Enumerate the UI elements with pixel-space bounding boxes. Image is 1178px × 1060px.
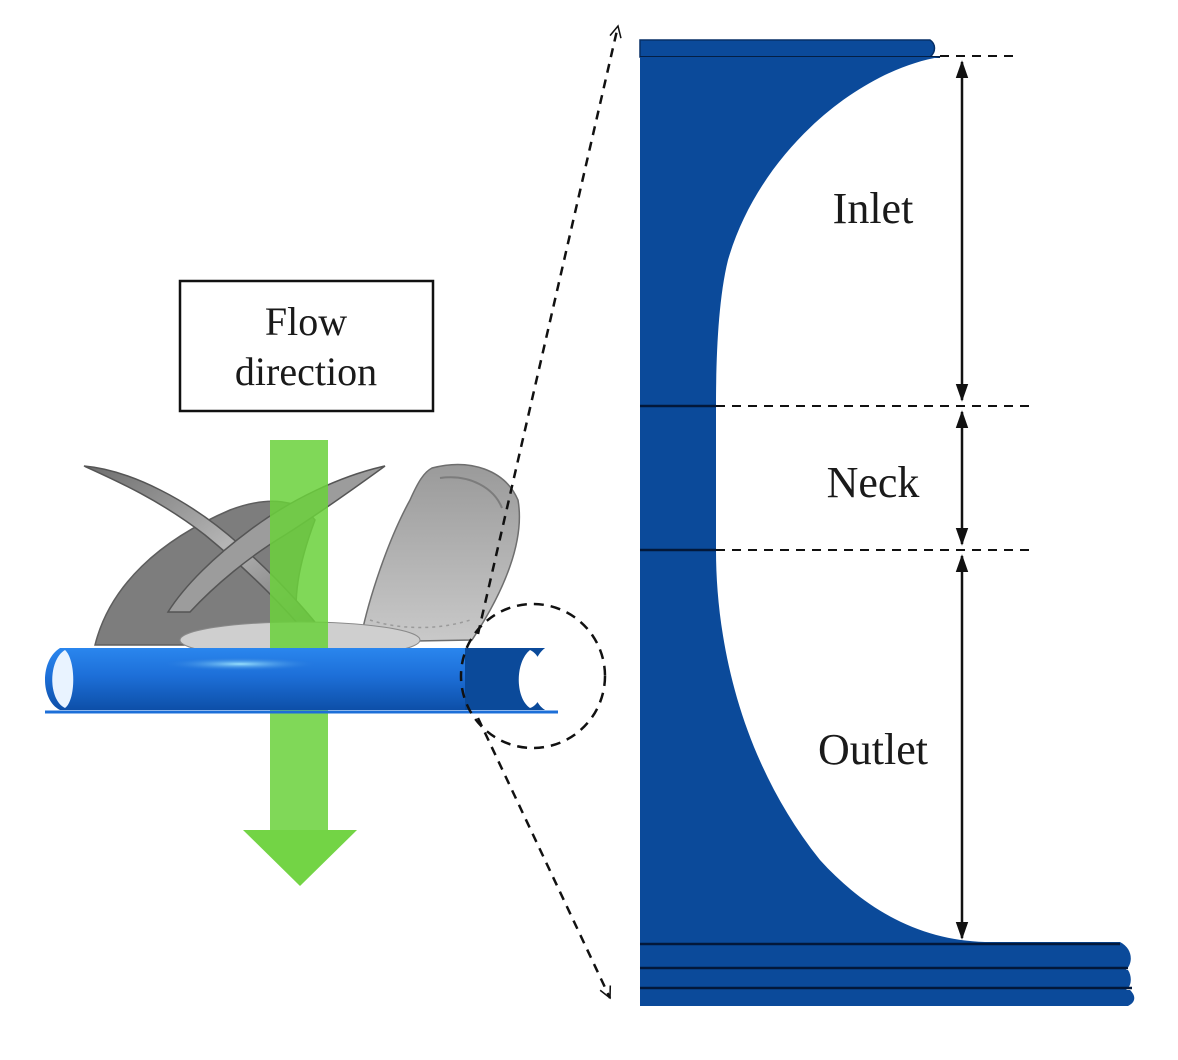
projection-line-top — [476, 26, 618, 635]
zoom-circle — [459, 602, 607, 750]
duct-ring — [45, 648, 558, 714]
projection-line-bottom — [476, 717, 612, 998]
top-flange — [639, 39, 936, 58]
flow-label-line2: direction — [235, 349, 377, 394]
inlet-label: Inlet — [833, 184, 914, 233]
flow-label-line1: Flow — [265, 299, 347, 344]
outlet-label: Outlet — [818, 725, 928, 774]
nozzle-section — [639, 39, 1135, 1006]
flow-arrow — [243, 440, 357, 886]
nozzle-body — [640, 57, 985, 942]
bottom-flange — [640, 942, 1131, 970]
neck-label: Neck — [827, 458, 920, 507]
flow-direction-box: Flow direction — [178, 279, 435, 413]
